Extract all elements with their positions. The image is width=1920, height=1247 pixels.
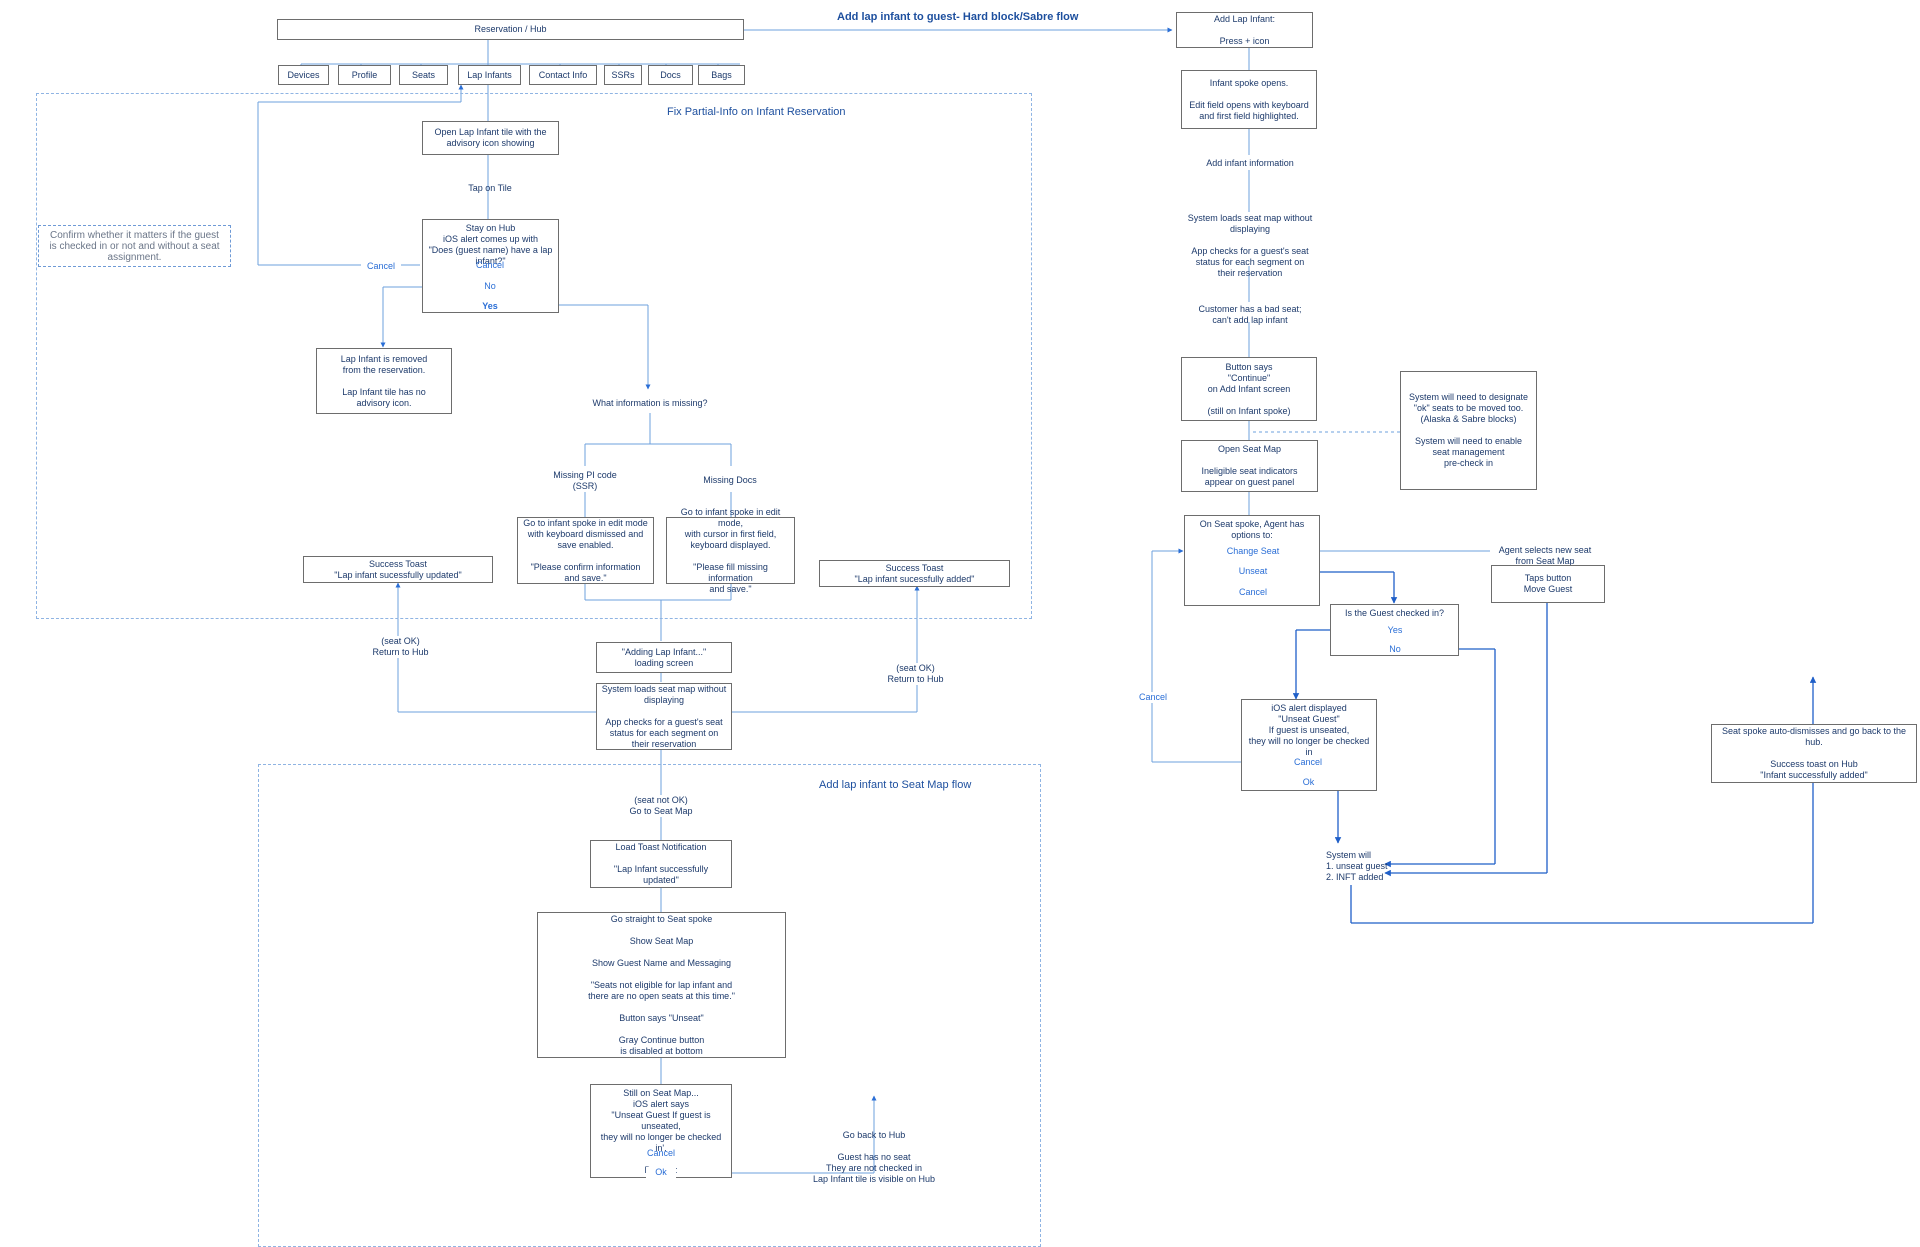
open-lap-infant-tile: Open Lap Infant tile with the advisory i… xyxy=(422,121,559,155)
seat-not-ok-label: (seat not OK) Go to Seat Map xyxy=(616,795,706,817)
change-seat-option[interactable]: Change Seat xyxy=(1226,546,1280,556)
bad-seat-label: Customer has a bad seat; can't add lap i… xyxy=(1198,304,1302,325)
tab-devices[interactable]: Devices xyxy=(278,65,329,85)
system-designate-note: System will need to designate "ok" seats… xyxy=(1400,371,1537,490)
still-ok-option[interactable]: Ok xyxy=(646,1167,676,1178)
add-lap-infant-node: Add Lap Infant: Press + icon xyxy=(1176,12,1313,48)
infant-spoke-opens: Infant spoke opens. Edit field opens wit… xyxy=(1181,70,1317,129)
guest-checked-in-node: Is the Guest checked in? xyxy=(1330,604,1459,656)
ios-cancel-option[interactable]: Cancel xyxy=(1293,757,1322,767)
confirm-note: Confirm whether it matters if the guest … xyxy=(38,225,231,267)
system-loads-seat-map-left: System loads seat map without displaying… xyxy=(596,683,732,750)
cancel-loop-right-label: Cancel xyxy=(1133,692,1173,703)
spoke-fill-node: Go to infant spoke in edit mode, with cu… xyxy=(666,507,795,594)
cancel-option[interactable]: Cancel xyxy=(1238,587,1267,597)
seat-map-flow-title: Add lap infant to Seat Map flow xyxy=(819,779,972,791)
main-flow-title: Add lap infant to guest- Hard block/Sabr… xyxy=(837,11,1079,23)
ios-unseat-text: iOS alert displayed "Unseat Guest" If gu… xyxy=(1248,703,1370,757)
tab-contact-info[interactable]: Contact Info xyxy=(529,65,597,85)
lap-infant-removed: Lap Infant is removed from the reservati… xyxy=(316,348,452,414)
system-will-label: System will 1. unseat guest 2. INFT adde… xyxy=(1326,850,1388,882)
checked-in-yes[interactable]: Yes xyxy=(1387,625,1403,635)
missing-docs-label: Missing Docs xyxy=(703,475,757,485)
system-loads-seat-map-right: System loads seat map without displaying… xyxy=(1187,213,1313,278)
tab-seats[interactable]: Seats xyxy=(399,65,448,85)
checked-in-no[interactable]: No xyxy=(1389,644,1401,654)
alert-no-option[interactable]: No xyxy=(484,281,496,291)
alert-yes-option[interactable]: Yes xyxy=(482,301,498,311)
fix-partial-info-region xyxy=(36,93,1032,619)
go-back-to-hub-label: Go back to Hub Guest has no seat They ar… xyxy=(812,1130,936,1184)
open-seat-map-node: Open Seat Map Ineligible seat indicators… xyxy=(1181,440,1318,492)
add-infant-info-label: Add infant information xyxy=(1206,158,1294,168)
continue-button-node: Button says "Continue" on Add Infant scr… xyxy=(1181,357,1317,421)
agent-selects-label: Agent selects new seat from Seat Map xyxy=(1490,545,1600,567)
tab-profile[interactable]: Profile xyxy=(338,65,391,85)
cancel-loop-label: Cancel xyxy=(361,261,401,272)
still-cancel-option[interactable]: Cancel xyxy=(646,1148,675,1158)
seat-ok-left-label: (seat OK) Return to Hub xyxy=(358,636,443,658)
tab-bags[interactable]: Bags xyxy=(698,65,745,85)
hub-node[interactable]: Reservation / Hub xyxy=(277,19,744,40)
tab-lap-infants[interactable]: Lap Infants xyxy=(458,65,521,85)
adding-lap-infant-loading: "Adding Lap Infant..." loading screen xyxy=(596,642,732,673)
auto-dismiss-node: Seat spoke auto-dismisses and go back to… xyxy=(1711,724,1917,783)
still-on-seat-map-alert: Still on Seat Map... iOS alert says "Uns… xyxy=(590,1084,732,1178)
stay-on-hub-text: Stay on Hub iOS alert comes up with "Doe… xyxy=(428,223,553,266)
success-toast-added: Success Toast "Lap infant sucessfully ad… xyxy=(819,560,1010,587)
spoke-confirm-node: Go to infant spoke in edit mode with key… xyxy=(517,517,654,584)
seat-spoke-node: Go straight to Seat spoke Show Seat Map … xyxy=(537,912,786,1058)
unseat-option[interactable]: Unseat xyxy=(1238,566,1268,576)
taps-move-guest-node: Taps button Move Guest xyxy=(1491,565,1605,603)
ios-unseat-alert: iOS alert displayed "Unseat Guest" If gu… xyxy=(1241,699,1377,791)
tap-on-tile-label: Tap on Tile xyxy=(468,183,512,193)
tab-ssrs[interactable]: SSRs xyxy=(604,65,642,85)
what-missing-label: What information is missing? xyxy=(592,398,708,408)
still-on-seat-map-text: Still on Seat Map... iOS alert says "Uns… xyxy=(600,1088,722,1175)
fix-partial-title: Fix Partial-Info on Infant Reservation xyxy=(667,106,846,118)
alert-cancel-option[interactable]: Cancel xyxy=(475,260,504,270)
success-toast-updated: Success Toast "Lap infant sucessfully up… xyxy=(303,556,493,583)
agent-options-node: On Seat spoke, Agent has options to: xyxy=(1184,515,1320,606)
tab-docs[interactable]: Docs xyxy=(648,65,693,85)
stay-on-hub-alert: Stay on Hub iOS alert comes up with "Doe… xyxy=(422,219,559,313)
guest-checked-in-text: Is the Guest checked in? xyxy=(1344,608,1445,618)
seat-ok-right-label: (seat OK) Return to Hub xyxy=(873,663,958,685)
load-toast-notification: Load Toast Notification "Lap Infant succ… xyxy=(590,840,732,888)
ios-ok-option[interactable]: Ok xyxy=(1302,777,1315,787)
agent-options-text: On Seat spoke, Agent has options to: xyxy=(1199,519,1305,540)
missing-pi-label: Missing PI code (SSR) xyxy=(553,470,617,491)
